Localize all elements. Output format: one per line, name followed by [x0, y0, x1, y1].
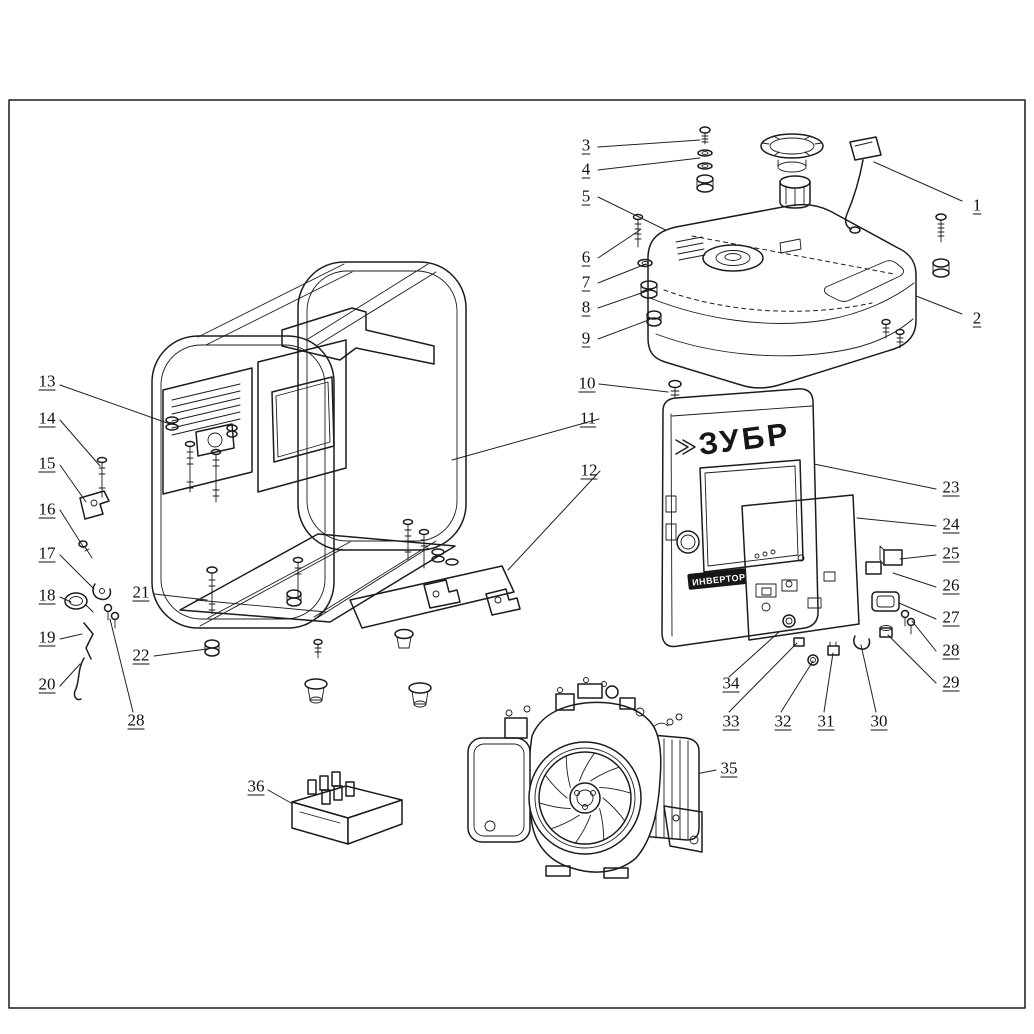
cap-screw-washers	[696, 126, 714, 193]
inverter-module	[291, 771, 403, 845]
base-plates	[179, 533, 521, 629]
frame-assembly	[64, 261, 521, 708]
control-panel-assembly: ЗУБР ИНВЕРТОР	[661, 388, 916, 666]
left-small-parts	[64, 456, 120, 701]
fuel-cap	[760, 133, 824, 173]
muffler	[467, 705, 531, 843]
leader-lines	[59, 139, 963, 822]
fuel-sensor	[844, 136, 882, 234]
frame-hardware	[165, 416, 459, 708]
fuel-filter	[779, 175, 811, 209]
panel-model-label: ИНВЕРТОР	[687, 568, 747, 590]
middle-panel	[257, 339, 347, 493]
vent-panel	[162, 367, 253, 495]
tank-bottom-bolt	[668, 379, 682, 405]
panel-small-parts	[807, 545, 916, 666]
fuel-tank-assembly	[632, 126, 950, 405]
recoil-starter-fan	[528, 741, 642, 855]
engine-assembly	[467, 677, 703, 879]
panel-back-plate	[741, 494, 860, 647]
brand-logo-icon	[675, 439, 696, 455]
tank-right-fasteners	[881, 213, 950, 349]
tank-left-fasteners	[632, 213, 662, 327]
diagram-border	[8, 99, 1026, 1009]
